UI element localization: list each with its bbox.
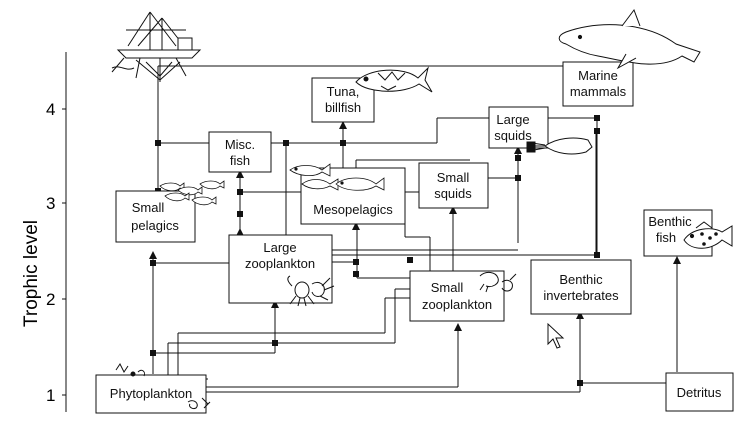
node-box-small-squids (418, 162, 489, 209)
node-label-benthic-invertebrates-line1: Benthic (559, 272, 603, 287)
node-box-benthic-invertebrates (530, 259, 632, 315)
node-label-benthic-fish-line2: fish (656, 230, 676, 245)
mouse-cursor-icon (547, 322, 565, 349)
node-label-misc-fish-line2: fish (230, 153, 250, 168)
node-box-misc-fish (208, 131, 272, 173)
node-label-marine-mammals-line2: mammals (570, 84, 627, 99)
small-fish-icon (289, 163, 385, 191)
squid-icon (526, 137, 593, 155)
node-label-large-squids-line2: squids (494, 128, 532, 143)
zooplankton-icon (287, 275, 335, 307)
node-label-marine-mammals-line1: Marine (578, 68, 618, 83)
tick-label-1: 1 (46, 386, 55, 405)
shrimp-icon (479, 271, 517, 293)
node-label-tuna-line1: Tuna, (327, 84, 360, 99)
fish-school-icon (159, 180, 225, 206)
node-label-benthic-invertebrates-line2: invertebrates (543, 288, 619, 303)
axis-title: Trophic level (21, 220, 42, 327)
node-box-marine-mammals (562, 61, 634, 107)
node-label-small-squids-line2: squids (434, 186, 472, 201)
node-box-detritus (665, 372, 734, 412)
node-label-small-zooplankton-line2: zooplankton (422, 297, 492, 312)
tick-label-3: 3 (46, 194, 55, 213)
node-label-large-zooplankton-line1: Large (263, 240, 296, 255)
dolphin-icon (558, 8, 701, 70)
node-label-small-squids-line1: Small (437, 170, 470, 185)
node-box-small-zooplankton (409, 270, 505, 322)
trophic-links (152, 65, 678, 393)
node-label-large-squids-line1: Large (496, 112, 529, 127)
arrowheads (149, 92, 681, 331)
phytoplankton-icon (115, 363, 211, 409)
node-label-large-zooplankton-line2: zooplankton (245, 256, 315, 271)
node-label-tuna-line2: billfish (325, 100, 361, 115)
node-label-small-zooplankton-line1: Small (431, 280, 464, 295)
node-box-phytoplankton (95, 374, 207, 414)
node-label-mesopelagics: Mesopelagics (313, 202, 393, 217)
node-box-mesopelagics (300, 167, 406, 225)
node-label-phytoplankton: Phytoplankton (110, 386, 192, 401)
node-label-small-pelagics-line1: Small (132, 200, 165, 215)
fishing-boat-icon (111, 11, 202, 82)
y-axis (62, 52, 67, 412)
tuna-icon (355, 66, 433, 93)
tick-label-4: 4 (46, 100, 55, 119)
tick-label-2: 2 (46, 290, 55, 309)
grouper-icon (683, 221, 733, 249)
node-box-large-squids (488, 106, 549, 149)
node-label-misc-fish-line1: Misc. (225, 137, 255, 152)
node-label-small-pelagics-line2: pelagics (131, 218, 179, 233)
node-label-benthic-fish-line1: Benthic (648, 214, 692, 229)
node-label-detritus: Detritus (677, 385, 722, 400)
